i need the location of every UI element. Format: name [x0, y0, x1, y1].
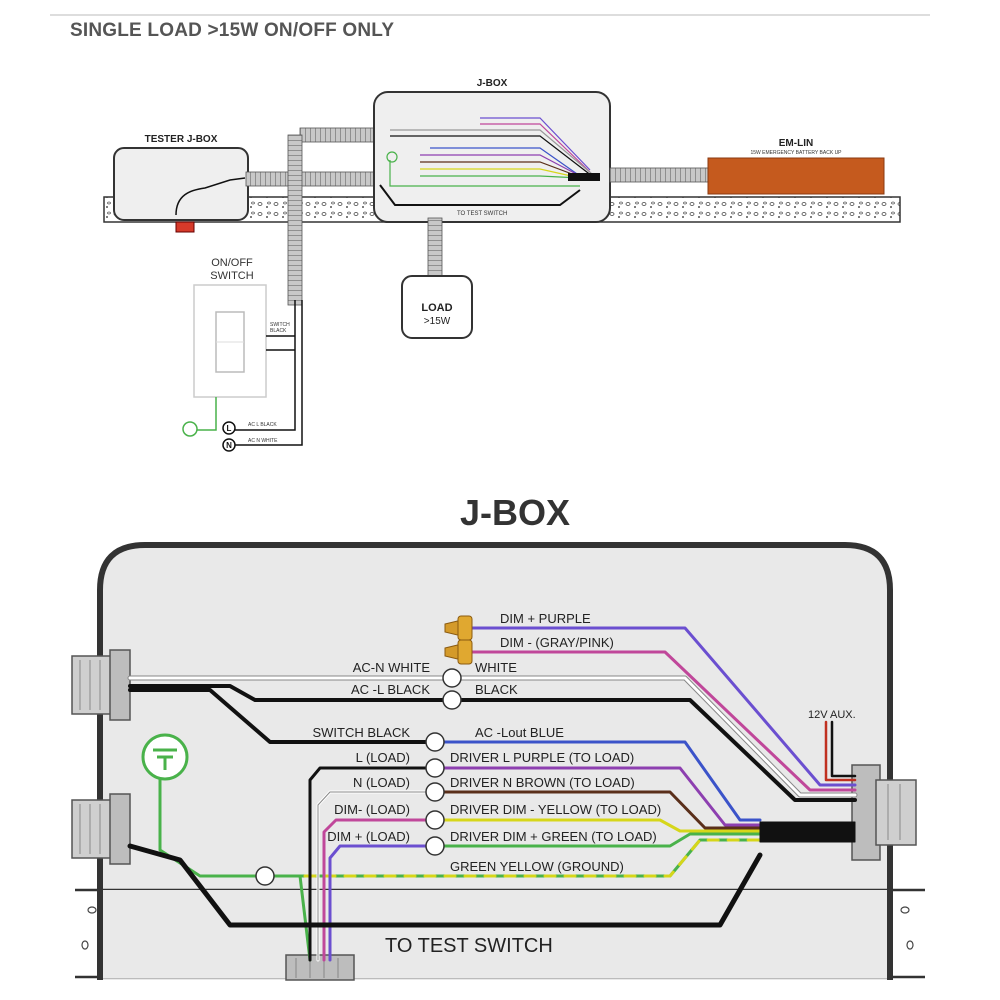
label-12v-aux: 12V AUX.	[808, 709, 856, 721]
label-dim-plus-purple: DIM + PURPLE	[500, 611, 591, 626]
emlin-sublabel: 15W EMERGENCY BATTERY BACK UP	[750, 150, 842, 156]
wire-nut-connectors	[444, 615, 473, 665]
label-dim-plus-load: DIM + (LOAD)	[327, 829, 410, 844]
wire-to-test-switch	[127, 843, 763, 928]
load-label: LOAD	[421, 302, 452, 314]
left-conduit-fitting-bottom	[71, 793, 131, 865]
wire-black	[128, 684, 857, 802]
wire-blue	[433, 740, 762, 822]
wire-dim-plus-purple	[468, 626, 857, 787]
tester-jbox	[113, 147, 249, 221]
wire-dim-minus-pink	[468, 650, 857, 792]
neutral-terminal-symbol: N	[226, 441, 232, 450]
label-ac-lout-blue: AC -Lout BLUE	[475, 725, 564, 740]
wire-12v-aux	[824, 720, 857, 782]
emlin-unit	[707, 157, 885, 195]
switch-label-1: ON/OFF	[211, 257, 253, 269]
switch-conduit	[287, 134, 303, 306]
overview-diagram: TESTER J-BOX J-BOX TO TEST SWITCH	[103, 78, 901, 452]
wire-switch-black	[128, 688, 437, 744]
bottom-conduit-fitting	[285, 954, 355, 981]
label-driver-n-brown: DRIVER N BROWN (TO LOAD)	[450, 775, 635, 790]
main-jbox	[373, 91, 611, 223]
jbox-to-test-switch: TO TEST SWITCH	[457, 211, 507, 217]
label-driver-dim-minus-yellow: DRIVER DIM - YELLOW (TO LOAD)	[450, 802, 661, 817]
jbox-label: J-BOX	[477, 78, 508, 89]
switch-wire-label-2: BLACK	[270, 328, 287, 334]
emlin-label: EM-LIN	[779, 138, 813, 149]
label-n-load: N (LOAD)	[353, 775, 410, 790]
label-switch-black: SWITCH BLACK	[312, 725, 410, 740]
label-dim-minus-graypink: DIM - (GRAY/PINK)	[500, 635, 614, 650]
wire-driver-n	[433, 790, 762, 830]
label-ac-n-white: AC-N WHITE	[353, 660, 431, 675]
label-black: BLACK	[475, 682, 518, 697]
label-driver-dim-plus-green: DRIVER DIM + GREEN (TO LOAD)	[450, 829, 657, 844]
ac-l-label: AC L BLACK	[248, 422, 277, 428]
tester-jbox-label: TESTER J-BOX	[145, 134, 218, 145]
label-to-test-switch: TO TEST SWITCH	[385, 935, 553, 957]
detail-jbox: J-BOX	[71, 492, 925, 981]
switch-wire-label: SWITCH	[270, 322, 290, 328]
ground-icon-small	[182, 421, 198, 437]
label-ac-l-black: AC -L BLACK	[351, 682, 430, 697]
switch-label-2: SWITCH	[210, 270, 253, 282]
line-terminal-icon	[222, 421, 236, 435]
label-driver-l-purple: DRIVER L PURPLE (TO LOAD)	[450, 750, 634, 765]
label-green-yellow-ground: GREEN YELLOW (GROUND)	[450, 859, 624, 874]
top-divider	[50, 14, 930, 16]
wire-driver-dim-plus	[433, 832, 762, 848]
splice-points	[255, 668, 462, 886]
test-button[interactable]	[175, 221, 195, 233]
ground-icon	[141, 733, 189, 781]
neutral-terminal-icon	[222, 438, 236, 452]
label-l-load: L (LOAD)	[356, 750, 410, 765]
load-box	[401, 275, 473, 339]
wire-driver-l	[433, 766, 762, 827]
left-conduit-fitting-top	[71, 649, 131, 721]
label-dim-minus-load: DIM- (LOAD)	[334, 802, 410, 817]
line-terminal-symbol: L	[227, 424, 232, 433]
detail-box-outline	[97, 542, 893, 980]
load-sublabel: >15W	[424, 316, 451, 327]
right-conduit-fitting	[851, 764, 917, 861]
page-heading: SINGLE LOAD >15W ON/OFF ONLY	[70, 20, 395, 41]
detail-title: J-BOX	[460, 492, 570, 533]
wire-driver-dim-minus	[433, 818, 762, 833]
ac-n-label: AC N WHITE	[248, 438, 278, 444]
label-white: WHITE	[475, 660, 517, 675]
